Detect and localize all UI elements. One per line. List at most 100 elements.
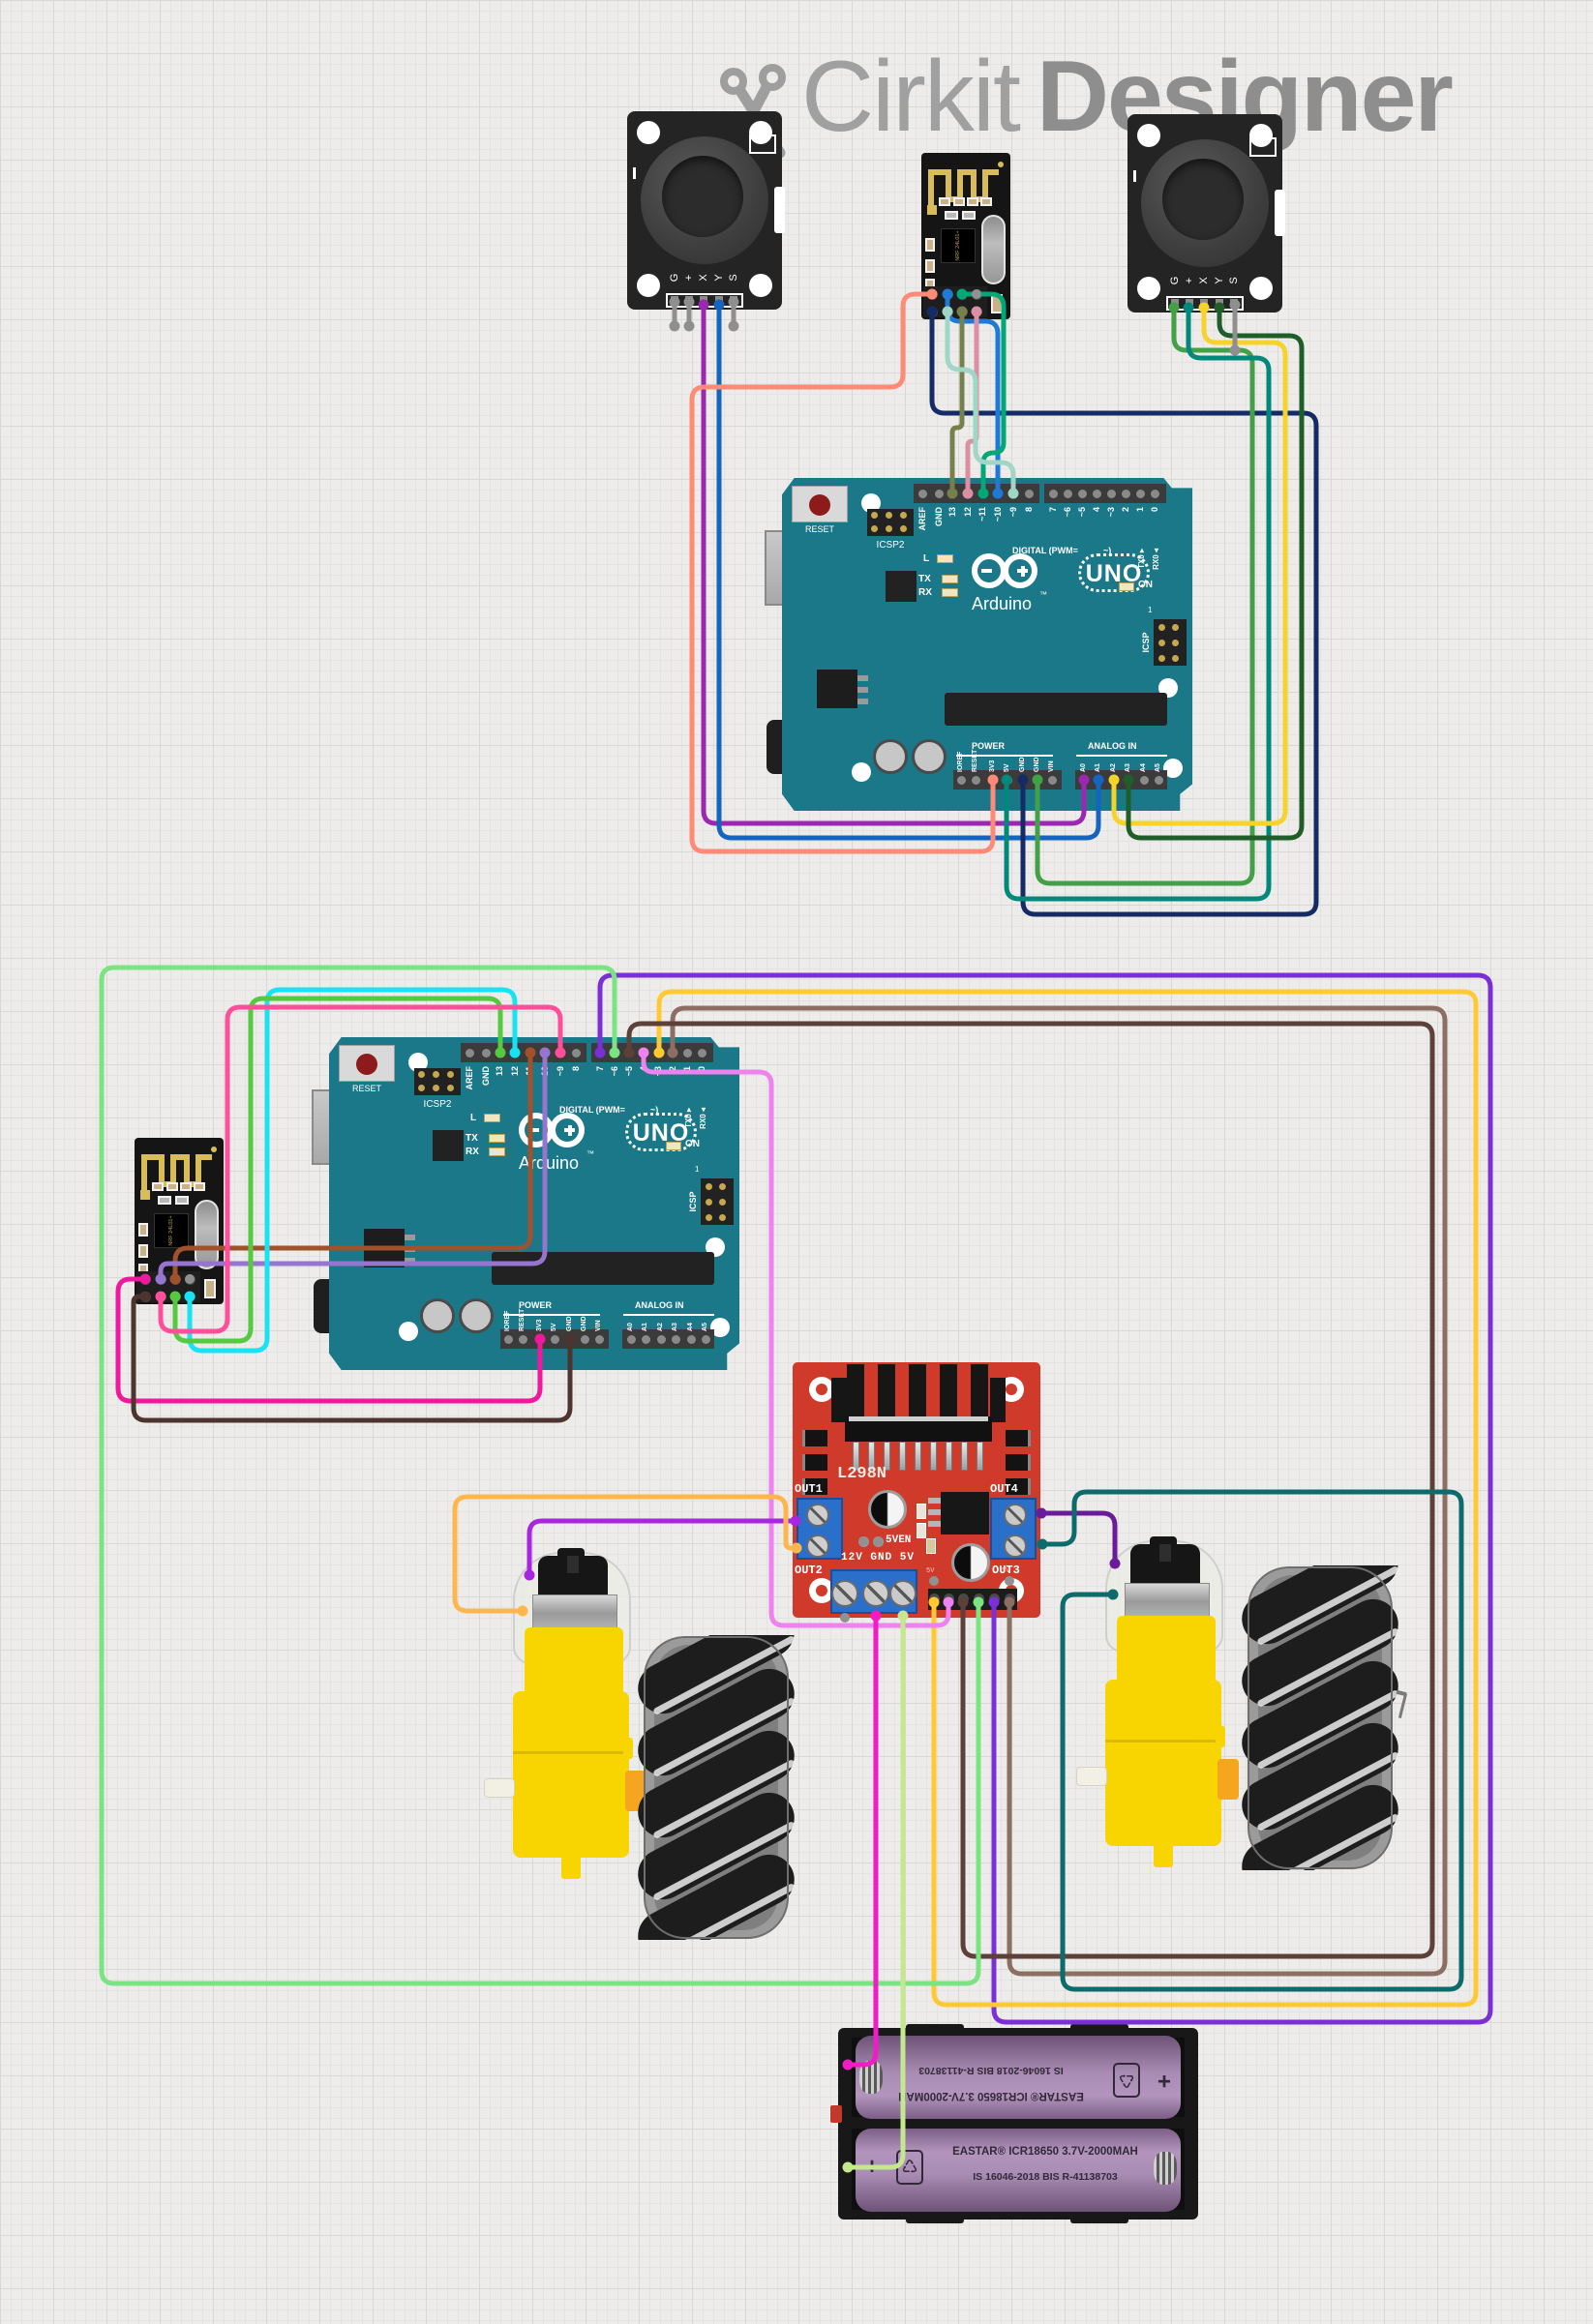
regulator-leg [405,1246,415,1252]
pin-label: IN2 [960,1604,967,1615]
dc-gear-motor-left[interactable] [484,1548,646,1882]
cap-slot [567,1556,579,1573]
pin-hole [1048,489,1058,498]
pin-hole [988,775,998,785]
pin-label: ~9 [1008,507,1018,518]
pin-label: 3V3 [989,760,996,772]
pin-label: 5V [1004,763,1010,772]
nrf24l01-module-transmitter[interactable]: NRF 24L01+ [921,153,1010,319]
wire-nrf1-to-d10[interactable] [945,291,1001,496]
icsp-pin [1157,654,1165,662]
crystal-oscillator [981,215,1006,284]
pin-label: IN3 [976,1604,982,1615]
pin-hole [653,1048,663,1058]
pin-label: 8 [1024,507,1034,513]
pin [169,1291,181,1302]
pin-label: ~9 [556,1066,565,1077]
pin-label: 2 [668,1066,677,1072]
gearbox-top [525,1627,623,1695]
wire-nrf1-to-d11[interactable] [959,291,1007,496]
holder-wire-red [830,2105,842,2123]
led-l [937,554,953,563]
wire-terminal-js2-pin-s-stub [1229,344,1241,356]
smd-outline [633,167,639,179]
pin [184,1291,195,1302]
pin [155,1291,166,1302]
dc-gear-motor-right[interactable] [1076,1536,1239,1870]
pin-label: 3V3 [536,1319,543,1331]
pin-label: ~6 [610,1066,619,1077]
pin-hole [963,489,973,498]
mounting-hole [1137,277,1160,300]
icsp-pin [899,524,907,532]
led-rx [942,588,958,597]
heatsink-fin [878,1364,895,1420]
pin-hole [1094,775,1103,785]
pin-hole [639,1048,648,1058]
jumper-5v-label: 5V [1002,1567,1010,1575]
smd-dot [211,1147,217,1152]
led-l [484,1114,500,1122]
pin-hole [1047,775,1057,785]
holder-tab [1070,2216,1128,2223]
control-pin [973,1593,984,1604]
wire-nrf1-to-d12[interactable] [965,309,979,496]
reset-button[interactable] [792,486,848,522]
gearbox-seam [513,1751,629,1754]
usb-chip [886,571,917,602]
nrf24l01-module-receiver[interactable]: NRF 24L01+ [135,1138,224,1304]
led-on [666,1142,681,1150]
pin-hole [977,489,987,498]
wire-nrf1-to-d9[interactable] [945,309,1016,496]
pin-label: 13 [495,1066,504,1077]
wire-nrf1-to-d13[interactable] [949,309,965,496]
out1-label: OUT1 [795,1482,823,1496]
pin-hole [1139,775,1149,785]
pin-label: ~5 [624,1066,634,1077]
pin-hole [697,1048,706,1058]
pin-hole [1003,775,1012,785]
on-label: ON [1138,580,1153,590]
pin-label: AREF [917,507,927,531]
mecanum-wheel-right[interactable] [1233,1536,1407,1892]
icsp-pin [870,511,878,519]
pin-label: A5 [702,1323,708,1331]
reset-button[interactable] [339,1045,395,1082]
reset-cap [356,1054,377,1075]
pin-hole [1018,775,1028,785]
heatsink-fin [940,1364,957,1420]
battery-cert-line: IS 16046-2018 BIS R-41138703 [918,2065,1064,2076]
mecanum-wheel-left[interactable] [629,1606,803,1962]
gearbox-top [1117,1616,1216,1683]
pin-label: ~5 [1077,507,1087,518]
antenna-trace [140,1154,212,1200]
pin-hole [668,1048,677,1058]
mounting-hole [399,1322,418,1341]
pin-label: 4 [1092,507,1101,513]
stick-cap [1162,159,1244,240]
regulator-leg [405,1258,415,1264]
minus-glyph [528,1128,539,1132]
pin-hole [1008,489,1018,498]
smd-cap [962,211,976,220]
pin-hole [518,1334,527,1344]
regulator-leg [857,675,868,681]
pin-hole [1150,489,1159,498]
mounting-hole [1249,124,1273,147]
pin-hole [947,489,957,498]
wire-l298n-gnd-to-battery-neg[interactable] [845,1613,879,2068]
smd-part [925,238,935,252]
pin-label: S [728,274,739,282]
pin-label: IN4 [991,1604,998,1615]
jumper-5v-label: 5V [926,1567,935,1575]
pin-hole [1063,489,1072,498]
